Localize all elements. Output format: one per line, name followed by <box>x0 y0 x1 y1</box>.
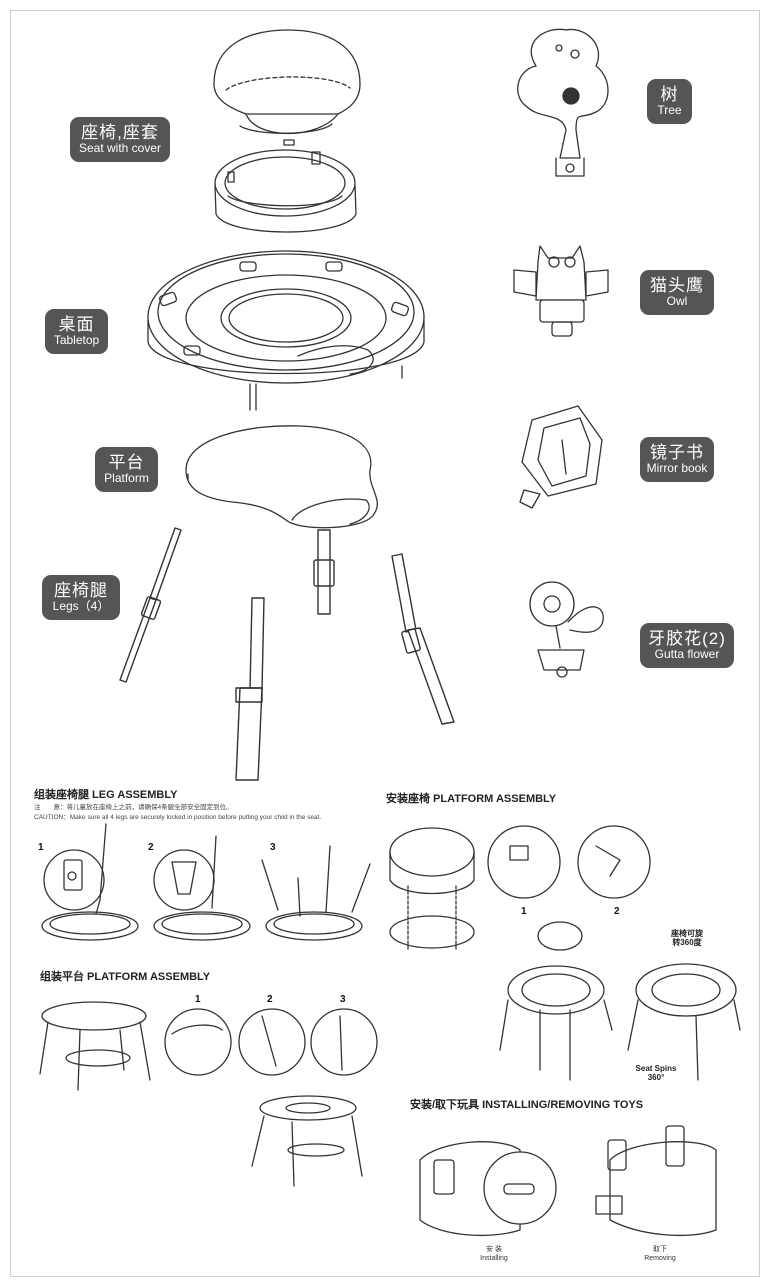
leg-step-3: 3 <box>270 842 276 853</box>
seat-step-1: 1 <box>521 906 527 917</box>
leg-assembly-drawings <box>41 823 371 941</box>
owl-label: 猫头鹰 Owl <box>640 270 714 315</box>
mirror-book-label-en: Mirror book <box>646 461 708 476</box>
legs-label: 座椅腿 Legs（4） <box>42 575 120 620</box>
platform-label: 平台 Platform <box>95 447 158 492</box>
mirror-book-label-zh: 镜子书 <box>650 442 704 462</box>
seat-rotate-note: 座椅可旋 转360度 <box>671 929 703 948</box>
platform-label-en: Platform <box>104 471 149 486</box>
tabletop-label-zh: 桌面 <box>58 314 95 334</box>
owl-label-en: Owl <box>666 294 688 309</box>
tree-label-en: Tree <box>657 103 682 118</box>
gutta-flower-label: 牙胶花(2) Gutta flower <box>640 623 734 668</box>
gutta-flower-label-en: Gutta flower <box>654 647 720 662</box>
toys-remove-en: Removing <box>644 1255 676 1263</box>
leg-assembly-title: 组装座椅腿 LEG ASSEMBLY <box>34 789 178 801</box>
toys-remove-caption: 取下 Removing <box>636 1245 684 1263</box>
legs-label-en: Legs（4） <box>52 599 110 614</box>
platform-label-zh: 平台 <box>108 452 145 472</box>
seat-label-zh: 座椅,座套 <box>81 122 159 142</box>
gutta-flower-drawing <box>529 581 604 678</box>
seat-spins-note: Seat Spins 360° <box>635 1064 677 1083</box>
tabletop-label: 桌面 Tabletop <box>45 309 108 354</box>
toys-remove-zh: 取下 <box>653 1246 667 1253</box>
leg-assembly-note-zh: 注 意：将儿童放在座椅上之前，请确保4条腿全部安全固定到位。 <box>34 804 233 811</box>
platform-assembly-title: 组装平台 PLATFORM ASSEMBLY <box>40 971 211 983</box>
owl-toy-drawing <box>513 245 609 337</box>
tree-label: 树 Tree <box>647 79 692 124</box>
seat-cover-drawing <box>213 29 361 146</box>
platform-step-3: 3 <box>340 994 346 1005</box>
leg-step-2: 2 <box>148 842 154 853</box>
seat-label: 座椅,座套 Seat with cover <box>70 117 170 162</box>
mirror-book-label: 镜子书 Mirror book <box>640 437 714 482</box>
platform-step-2: 2 <box>267 994 273 1005</box>
seat-ring-drawing <box>214 149 357 233</box>
platform-step-1: 1 <box>195 994 201 1005</box>
toys-install-zh: 安 装 <box>486 1246 502 1253</box>
leg-step-1: 1 <box>38 842 44 853</box>
platform-assembly-drawings <box>39 1001 378 1187</box>
seat-step-2: 2 <box>614 906 620 917</box>
tree-label-zh: 树 <box>660 84 679 104</box>
seat-assembly-title: 安装座椅 PLATFORM ASSEMBLY <box>386 793 557 805</box>
tree-toy-drawing <box>517 28 609 177</box>
tabletop-label-en: Tabletop <box>53 333 100 348</box>
seat-assembly-drawings <box>389 825 741 1081</box>
leg-assembly-note-en: CAUTION：Make sure all 4 legs are securel… <box>34 814 322 821</box>
tabletop-drawing <box>147 250 425 411</box>
owl-label-zh: 猫头鹰 <box>650 275 704 295</box>
legs-label-zh: 座椅腿 <box>54 580 108 600</box>
legs-drawing <box>119 527 455 781</box>
toys-install-caption: 安 装 Installing <box>470 1245 518 1263</box>
toys-install-drawings <box>419 1125 717 1237</box>
platform-drawing <box>185 425 378 529</box>
gutta-flower-label-zh: 牙胶花(2) <box>648 628 726 648</box>
toys-title: 安装/取下玩具 INSTALLING/REMOVING TOYS <box>410 1099 644 1111</box>
page-frame <box>10 10 760 1277</box>
mirror-book-drawing <box>519 405 603 509</box>
toys-install-en: Installing <box>480 1255 508 1263</box>
seat-label-en: Seat with cover <box>78 141 162 156</box>
